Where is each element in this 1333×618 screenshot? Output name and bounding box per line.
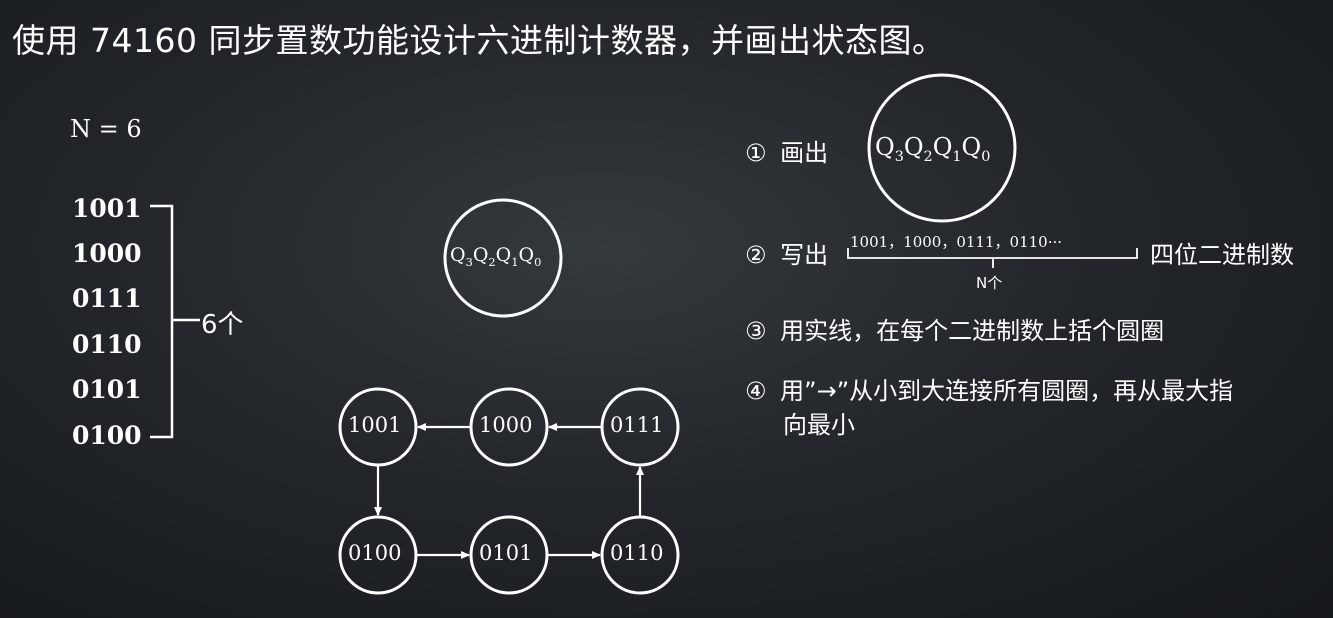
step2-brace bbox=[847, 248, 1138, 268]
state-label-0101: 0101 bbox=[479, 541, 533, 565]
sample-state-label: Q3Q2Q1Q0 bbox=[450, 244, 542, 269]
step1: ① 画出 bbox=[745, 133, 828, 168]
step4-text-line2: 向最小 bbox=[783, 411, 855, 439]
list-bracket bbox=[150, 204, 174, 439]
count-label: 6个 bbox=[201, 310, 244, 340]
binary-item: 1000 bbox=[72, 239, 142, 268]
step4: ④ 用”→”从小到大连接所有圆圈，再从最大指 bbox=[745, 371, 1233, 406]
step3-text: 用实线，在每个二进制数上括个圆圈 bbox=[780, 317, 1165, 345]
binary-item: 0100 bbox=[72, 421, 142, 450]
step3: ③ 用实线，在每个二进制数上括个圆圈 bbox=[745, 311, 1164, 346]
binary-item: 0110 bbox=[72, 330, 142, 359]
step1-circle bbox=[867, 73, 1017, 223]
step2-sequence: 1001，1000，0111，0110··· bbox=[850, 233, 1062, 251]
state-label-1001: 1001 bbox=[348, 413, 402, 437]
step1-text: 画出 bbox=[780, 139, 829, 167]
step2: ② 写出 bbox=[745, 235, 828, 270]
page-title: 使用 74160 同步置数功能设计六进制计数器，并画出状态图。 bbox=[12, 21, 946, 60]
step4-text: 用”→”从小到大连接所有圆圈，再从最大指 bbox=[780, 377, 1234, 405]
step2-number: ② bbox=[745, 241, 767, 269]
binary-item: 0101 bbox=[72, 375, 142, 404]
step2-after-text: 四位二进制数 bbox=[1150, 241, 1294, 269]
state-label-1000: 1000 bbox=[479, 413, 533, 437]
state-label-0100: 0100 bbox=[348, 541, 402, 565]
state-label-0110: 0110 bbox=[610, 541, 664, 565]
step1-state-label: Q3Q2Q1Q0 bbox=[875, 133, 991, 165]
step2-text: 写出 bbox=[780, 241, 829, 269]
state-label-0111: 0111 bbox=[610, 413, 664, 437]
binary-item: 0111 bbox=[72, 284, 142, 313]
step2-brace-label: N个 bbox=[976, 274, 1003, 292]
step4-number: ④ bbox=[745, 377, 767, 405]
step3-number: ③ bbox=[745, 317, 767, 345]
binary-item: 1001 bbox=[72, 194, 142, 223]
step1-number: ① bbox=[745, 139, 767, 167]
sample-state-circle bbox=[443, 198, 563, 318]
n-equals-label: N = 6 bbox=[70, 115, 142, 143]
